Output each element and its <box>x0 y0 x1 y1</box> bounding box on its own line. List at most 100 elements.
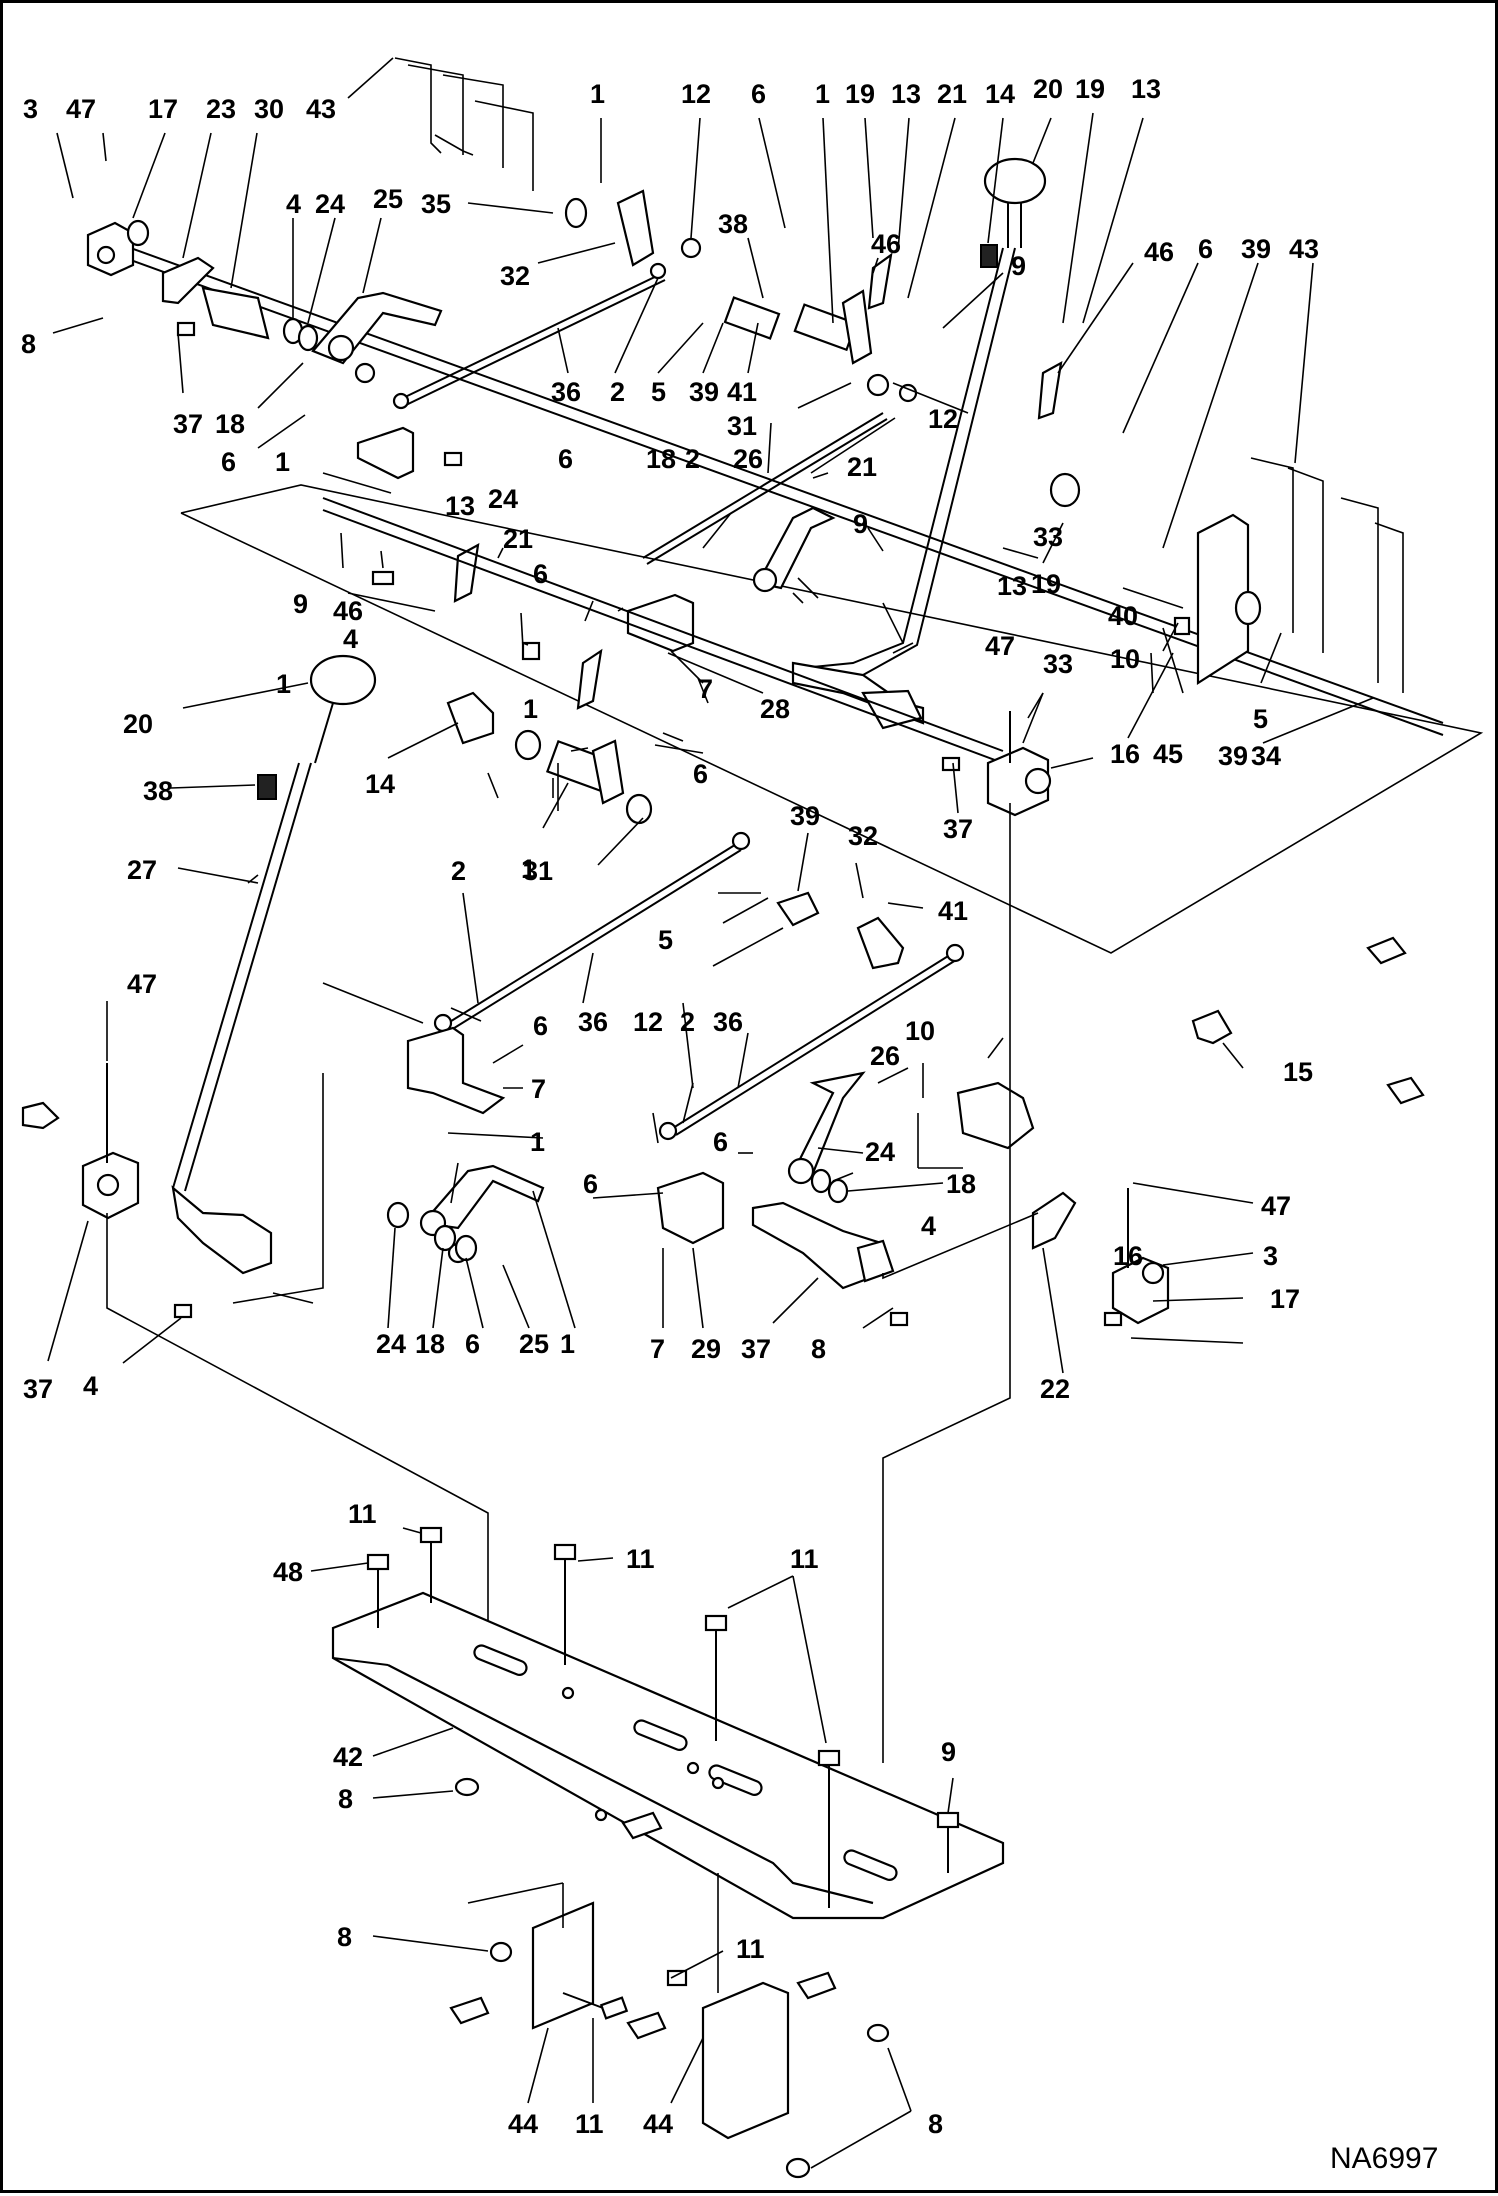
knob-icon <box>309 654 377 706</box>
callout-4: 4 <box>83 1371 98 1401</box>
callout-17: 17 <box>148 94 178 124</box>
callout-24: 24 <box>865 1137 895 1167</box>
callout-26: 26 <box>733 444 763 474</box>
callout-1: 1 <box>560 1329 575 1359</box>
callout-39: 39 <box>1241 234 1271 264</box>
callout-2: 2 <box>685 444 700 474</box>
bolt-icon <box>366 1553 390 1628</box>
callout-12: 12 <box>928 404 958 434</box>
callout-29: 29 <box>691 1334 721 1364</box>
callout-13: 13 <box>891 79 921 109</box>
base-plate-42 <box>331 1591 1005 1920</box>
callout-40: 40 <box>1108 601 1138 631</box>
bolt-icon <box>562 1992 629 2020</box>
callout-14: 14 <box>985 79 1015 109</box>
callout-13: 13 <box>445 491 475 521</box>
clip-icon <box>621 1811 663 1840</box>
callout-47: 47 <box>66 94 96 124</box>
callout-6: 6 <box>693 759 708 789</box>
callout-19: 19 <box>1075 74 1105 104</box>
callout-8: 8 <box>21 329 36 359</box>
callout-46: 46 <box>871 229 901 259</box>
callout-2: 2 <box>680 1007 695 1037</box>
callout-6: 6 <box>1198 234 1213 264</box>
bolt-icon <box>936 1811 960 1873</box>
callout-12: 12 <box>633 1007 663 1037</box>
front-control-shaft <box>322 497 1052 825</box>
callout-7: 7 <box>698 674 713 704</box>
callout-6: 6 <box>713 1127 728 1157</box>
callout-3: 3 <box>23 94 38 124</box>
callout-6: 6 <box>751 79 766 109</box>
callout-19: 19 <box>845 79 875 109</box>
figure-id: NA6997 <box>1330 2142 1438 2175</box>
knob-icon <box>983 157 1047 205</box>
callout-37: 37 <box>173 409 203 439</box>
callout-31: 31 <box>727 411 757 441</box>
callout-38: 38 <box>143 776 173 806</box>
callout-36: 36 <box>713 1007 743 1037</box>
callout-5: 5 <box>651 377 666 407</box>
callout-11: 11 <box>790 1544 819 1574</box>
callout-21: 21 <box>503 524 533 554</box>
callout-7: 7 <box>531 1074 546 1104</box>
clip-icon <box>1386 1076 1425 1105</box>
callout-4: 4 <box>286 189 301 219</box>
callout-34: 34 <box>1251 741 1281 771</box>
callout-18: 18 <box>946 1169 976 1199</box>
callout-8: 8 <box>338 1784 353 1814</box>
clips-15 <box>1191 936 1425 1105</box>
bolts <box>173 321 1191 2179</box>
bolt-icon <box>666 1969 688 1987</box>
callout-45: 45 <box>1153 739 1183 769</box>
callout-7: 7 <box>650 1334 665 1364</box>
rods-36-lower <box>406 831 965 1245</box>
callout-33: 33 <box>1033 522 1063 552</box>
callout-9: 9 <box>1011 251 1026 281</box>
callout-20: 20 <box>123 709 153 739</box>
callout-25: 25 <box>519 1329 549 1359</box>
callout-24: 24 <box>376 1329 406 1359</box>
callout-26: 26 <box>870 1041 900 1071</box>
upper-assembly-plane <box>180 484 1484 954</box>
callout-11: 11 <box>348 1499 377 1529</box>
callout-41: 41 <box>938 896 968 926</box>
callout-4: 4 <box>343 624 358 654</box>
callout-39: 39 <box>689 377 719 407</box>
nut-icon <box>454 1777 890 2179</box>
callout-38: 38 <box>718 209 748 239</box>
callout-44: 44 <box>508 2109 538 2139</box>
callout-39: 39 <box>1218 741 1248 771</box>
callout-10: 10 <box>905 1016 935 1046</box>
callout-5: 5 <box>658 925 673 955</box>
callout-9: 9 <box>293 589 308 619</box>
callout-3: 3 <box>1263 1241 1278 1271</box>
callout-1: 1 <box>523 694 538 724</box>
bolt-icon <box>704 1614 728 1741</box>
callout-13: 13 <box>997 571 1027 601</box>
callout-36: 36 <box>578 1007 608 1037</box>
callout-6: 6 <box>558 444 573 474</box>
callout-42: 42 <box>333 1742 363 1772</box>
callout-9: 9 <box>853 509 868 539</box>
callout-35: 35 <box>421 189 451 219</box>
callout-19: 19 <box>1031 569 1061 599</box>
callout-16: 16 <box>1110 739 1140 769</box>
bolt-icon <box>553 1543 577 1665</box>
lower-levers <box>386 1071 1170 1325</box>
callout-6: 6 <box>533 1011 548 1041</box>
callout-21: 21 <box>847 452 877 482</box>
callout-1: 1 <box>275 447 290 477</box>
callout-37: 37 <box>741 1334 771 1364</box>
callout-1: 1 <box>815 79 830 109</box>
callout-23: 23 <box>206 94 236 124</box>
callout-4: 4 <box>921 1211 936 1241</box>
callout-5: 5 <box>1253 704 1268 734</box>
callout-6: 6 <box>465 1329 480 1359</box>
callout-47: 47 <box>1261 1191 1291 1221</box>
callout-11: 11 <box>575 2109 604 2139</box>
callout-30: 30 <box>254 94 284 124</box>
clip-icon <box>796 1971 837 2000</box>
callout-43: 43 <box>1289 234 1319 264</box>
